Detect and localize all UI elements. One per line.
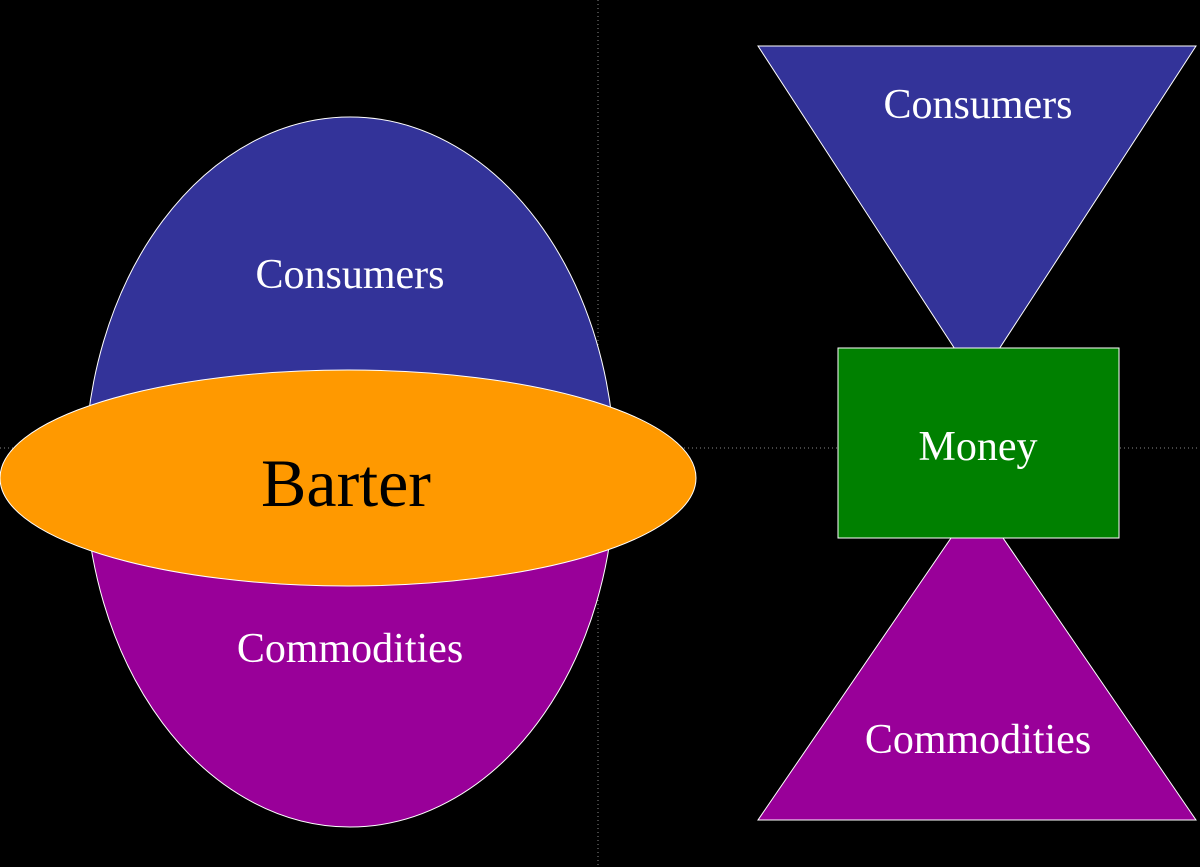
barter-commodities-label: Commodities [237,626,463,672]
consumers-triangle [757,45,1197,384]
consumers-half-ellipse [84,116,616,460]
barter-consumers-label: Consumers [256,252,445,298]
money-model: Consumers Money Commodities [757,45,1197,821]
money-commodities-label: Commodities [865,717,1091,763]
commodities-triangle [757,499,1197,821]
barter-model: Consumers Barter Commodities [0,116,697,828]
money-consumers-label: Consumers [884,82,1073,128]
money-box [837,347,1120,539]
barter-label: Barter [261,445,431,521]
money-label: Money [919,424,1038,470]
barter-ellipse [0,369,697,587]
